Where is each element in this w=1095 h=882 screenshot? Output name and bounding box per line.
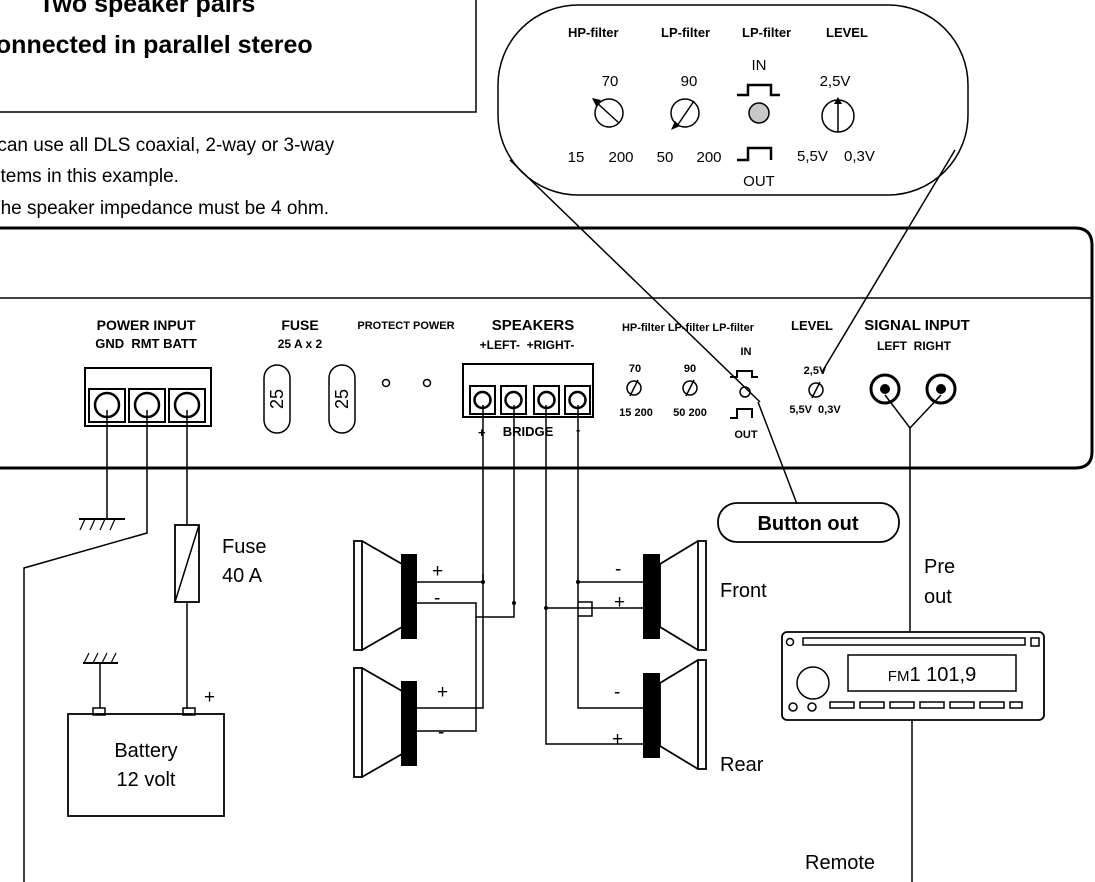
notes: You can use all DLS coaxial, 2-way or 3-…	[0, 135, 335, 219]
panel-hp-top: 70	[629, 363, 641, 375]
fuse-2-value: 25	[332, 389, 352, 409]
zoom-hp-max: 200	[608, 149, 633, 166]
button-out-label: Button out	[757, 513, 858, 535]
zoom-level-min: 5,5V	[797, 148, 828, 165]
rca-left	[869, 373, 901, 405]
zoom-hp-top: 70	[602, 73, 619, 90]
front-left-plus: +	[432, 561, 443, 582]
head-unit-display	[847, 654, 1017, 692]
rear-left-plus: +	[437, 682, 448, 703]
amplifier-panel: POWER INPUT GND RMT BATT FUSE 25 A x 2 2…	[0, 226, 1094, 470]
title-box: Two speaker pairs connected in parallel …	[0, 0, 477, 113]
rear-label: Rear	[720, 754, 764, 776]
zoom-level-max: 0,3V	[844, 148, 875, 165]
front-right-minus: -	[615, 559, 621, 580]
remote-label: Remote	[805, 852, 875, 874]
note-line-2: systems in this example.	[0, 166, 179, 187]
panel-lp-knob	[682, 380, 698, 396]
battery-label: Battery	[114, 740, 177, 762]
panel-button-out: OUT	[734, 429, 758, 441]
zoom-lp-knob	[670, 98, 700, 128]
bridge-plus: +	[478, 425, 486, 440]
pre-out-label-1: Pre	[924, 556, 955, 578]
panel-fuse-rating: 25 A x 2	[278, 337, 323, 351]
fuse-1-value: 25	[267, 389, 287, 409]
panel-fuse-label: FUSE	[281, 317, 318, 333]
zoom-button-in: IN	[752, 57, 767, 74]
front-right-plus: +	[614, 592, 625, 613]
panel-lp-range: 50 200	[673, 407, 707, 419]
panel-level-knob	[808, 382, 824, 398]
inline-fuse-label: Fuse	[222, 536, 266, 558]
panel-button-in: IN	[741, 346, 752, 358]
panel-power-input-label: POWER INPUT	[97, 317, 196, 333]
panel-level-range: 5,5V 0,3V	[789, 404, 841, 416]
head-unit: FM1 101,9	[781, 631, 1045, 721]
zoom-hp-knob	[594, 98, 624, 128]
power-terminal-block	[84, 367, 212, 427]
zoom-header-lp1: LP-filter	[661, 25, 710, 40]
pre-out-label-2: out	[924, 586, 952, 608]
panel-power-terminals-label: GND RMT BATT	[95, 336, 197, 351]
battery-plus: +	[204, 687, 215, 708]
speaker-front-left	[353, 540, 417, 651]
head-unit-display-text: FM1 101,9	[888, 664, 976, 686]
zoom-header-hp: HP-filter	[568, 25, 619, 40]
rear-right-plus: +	[612, 729, 623, 750]
bridge-label: BRIDGE	[503, 424, 554, 439]
zoom-bubble: HP-filter LP-filter LP-filter LEVEL 70 1…	[497, 4, 969, 403]
speaker-rear-left	[353, 667, 417, 778]
rear-right-minus: -	[614, 682, 620, 703]
zoom-lp-max: 200	[696, 149, 721, 166]
panel-level-label: LEVEL	[791, 318, 833, 333]
fuse-1: 25	[263, 364, 291, 434]
signal-wiring: Pre out FM1 101,9 Remote	[781, 394, 1045, 882]
zoom-hp-min: 15	[568, 149, 585, 166]
rca-right	[925, 373, 957, 405]
protect-led	[381, 378, 391, 388]
panel-level-top: 2,5V	[804, 365, 827, 377]
zoom-header-level: LEVEL	[826, 25, 868, 40]
panel-button	[739, 386, 751, 398]
panel-hp-range: 15 200	[619, 407, 653, 419]
panel-protect-power-label: PROTECT POWER	[357, 320, 454, 332]
front-left-minus: -	[434, 588, 440, 609]
panel-speaker-terminals-label: +LEFT- +RIGHT-	[480, 338, 575, 352]
zoom-lp-top: 90	[681, 73, 698, 90]
note-line-1: You can use all DLS coaxial, 2-way or 3-…	[0, 135, 335, 156]
speaker-front-right	[643, 540, 707, 651]
battery	[67, 713, 225, 817]
zoom-lp-min: 50	[657, 149, 674, 166]
speaker-terminal-block	[462, 363, 594, 418]
zoom-button	[748, 102, 770, 124]
panel-hp-knob	[626, 380, 642, 396]
battery-voltage: 12 volt	[117, 769, 176, 791]
fuse-2: 25	[328, 364, 356, 434]
power-led	[422, 378, 432, 388]
title-line-1: Two speaker pairs	[39, 0, 255, 18]
speaker-wiring: + - + - - + - + Front Rear	[417, 405, 767, 776]
zoom-level-top: 2,5V	[820, 73, 851, 90]
front-label: Front	[720, 580, 767, 602]
rear-left-minus: -	[438, 722, 444, 743]
power-wiring: Fuse 40 A + Battery 12 volt	[23, 410, 266, 882]
panel-speakers-label: SPEAKERS	[492, 317, 575, 334]
zoom-header-lp2: LP-filter	[742, 25, 791, 40]
button-out-callout: Button out	[717, 401, 900, 543]
panel-lp-top: 90	[684, 363, 696, 375]
zoom-button-out: OUT	[743, 173, 775, 190]
panel-signal-input-label: SIGNAL INPUT	[864, 317, 970, 334]
inline-fuse-rating: 40 A	[222, 565, 263, 587]
panel-filters-header: HP-filter LP-filter LP-filter	[622, 322, 755, 334]
note-line-3: The speaker impedance must be 4 ohm.	[0, 198, 329, 219]
title-line-2: connected in parallel stereo	[0, 31, 313, 59]
speaker-rear-right	[643, 659, 707, 770]
panel-channels-label: LEFT RIGHT	[877, 339, 952, 353]
